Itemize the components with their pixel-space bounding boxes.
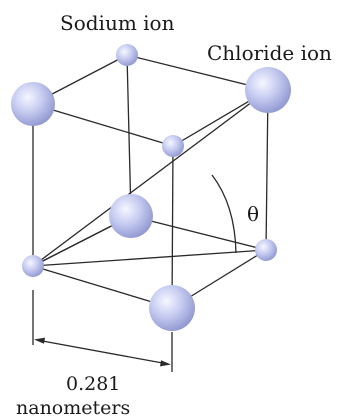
cube-edges <box>32 54 269 309</box>
sodium-ion-back-bottom-right <box>255 239 277 261</box>
sodium-ion-front-bottom-left <box>22 255 44 277</box>
distance-unit-label: nanometers <box>16 397 130 417</box>
chloride-ion-front-top-left <box>11 82 55 126</box>
dimension-line <box>36 339 169 365</box>
chloride-ion-front-bottom-right <box>149 285 195 331</box>
distance-value-label: 0.281 <box>66 373 120 395</box>
chloride-ion-label: Chloride ion <box>207 41 332 65</box>
dimension-arrowheads <box>34 337 171 367</box>
angle-theta-arc <box>211 174 237 254</box>
arrowhead-right <box>160 360 171 367</box>
diagonal-lines <box>32 89 269 267</box>
cube-edge-top-back <box>126 54 269 91</box>
angle-theta-label: θ <box>247 202 259 226</box>
cube-edge-bottom-front <box>32 265 173 309</box>
cube-edge-vertical-back-right <box>265 89 269 251</box>
cube-edge-top-front <box>32 103 174 147</box>
sodium-ion-label: Sodium ion <box>60 11 175 35</box>
arrowhead-left <box>34 337 45 344</box>
dimension-marker <box>32 290 173 372</box>
body-diagonal <box>32 89 269 267</box>
sodium-ion-front-top-right <box>162 135 184 157</box>
cube-edge-bottom-back <box>130 215 267 251</box>
face-diagonal <box>32 249 267 267</box>
cube-edge-vertical-back-left <box>126 54 132 217</box>
chloride-ion-back-bottom-left <box>109 194 153 238</box>
chloride-ion-back-top-right <box>245 67 291 113</box>
ions <box>11 44 291 331</box>
sodium-ion-back-top-left <box>116 44 138 66</box>
